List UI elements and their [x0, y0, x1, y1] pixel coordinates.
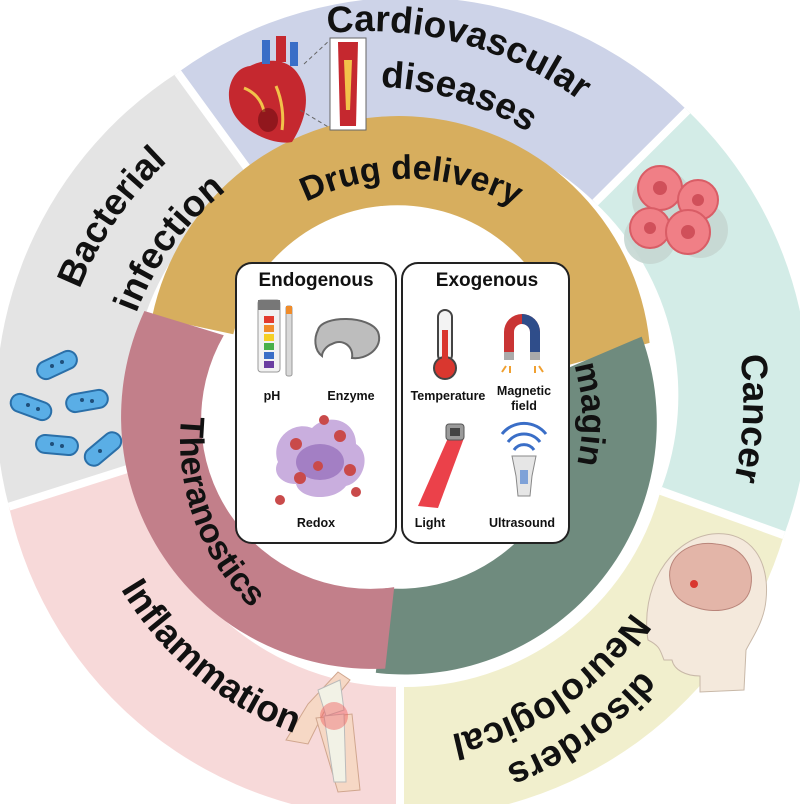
temperature-label: Temperature — [411, 389, 486, 403]
segment-cardiovascular — [177, 0, 688, 203]
segment-drug-delivery — [152, 116, 650, 366]
ultrasound-label: Ultrasound — [489, 516, 555, 530]
magnetic-label-line2: field — [511, 399, 537, 413]
exogenous-title: Exogenous — [436, 270, 538, 291]
magnet-icon — [501, 314, 544, 373]
laser-light-icon — [418, 423, 465, 508]
ph-strip-icon — [257, 299, 293, 377]
heart-icon — [228, 36, 367, 143]
segment-bacterial — [0, 72, 254, 507]
thermometer-icon — [433, 309, 457, 380]
redox-label: Redox — [297, 516, 335, 530]
knee-joint-icon — [285, 671, 361, 793]
segment-imaging — [375, 336, 657, 675]
redox-cell-icon — [275, 415, 365, 505]
brain-head-icon — [646, 533, 768, 693]
outer-divider — [174, 70, 258, 180]
cancer-cells-icon — [624, 165, 728, 264]
enzyme-icon — [314, 318, 381, 360]
ultrasound-probe-icon — [500, 421, 548, 497]
magnetic-label-line1: Magnetic — [497, 384, 551, 398]
outer-divider — [7, 461, 141, 511]
light-label: Light — [415, 516, 446, 530]
bacteria-icon — [9, 349, 123, 467]
outer-divider — [592, 107, 691, 206]
segment-theranostics — [121, 311, 395, 669]
outer-divider — [659, 487, 786, 539]
middle-ring — [121, 116, 657, 675]
ph-label: pH — [264, 389, 281, 403]
enzyme-label: Enzyme — [327, 389, 374, 403]
endogenous-title: Endogenous — [258, 270, 373, 291]
